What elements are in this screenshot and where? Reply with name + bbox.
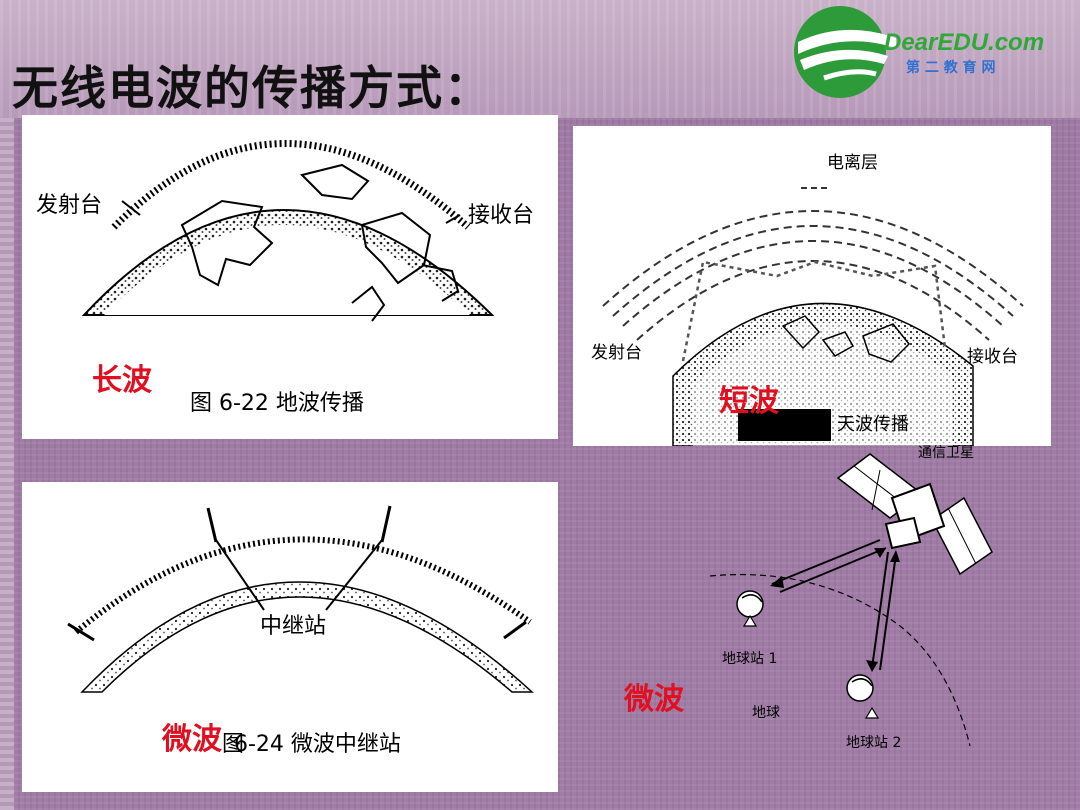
relay-caption: 6-24 微波中继站 bbox=[234, 732, 401, 757]
sky-receiver-label: 接收台 bbox=[967, 347, 1018, 367]
ground-wave-caption: 图 6-22 地波传播 bbox=[190, 391, 364, 416]
microwave-relay-label: 微波 bbox=[162, 722, 222, 757]
satellite-label: 通信卫星 bbox=[918, 445, 974, 461]
sky-wave-caption: 天波传播 bbox=[837, 414, 909, 435]
ground-wave-figure: 发射台 接收台 图 6-22 地波传播 长波 bbox=[22, 115, 558, 439]
dearedu-logo: DearEDU.com 第 二 教 育 网 bbox=[784, 2, 1074, 102]
logo-wordmark: DearEDU.com bbox=[884, 29, 1044, 56]
ionosphere-label: 电离层 bbox=[827, 153, 878, 173]
header-band bbox=[0, 0, 1080, 118]
left-decor-strip bbox=[0, 118, 14, 810]
redaction-box bbox=[738, 409, 831, 441]
microwave-relay-figure: 中继站 图 6-24 微波中继站 微波 bbox=[22, 482, 558, 792]
relay-station-label: 中继站 bbox=[260, 614, 327, 639]
logo-tagline: 第 二 教 育 网 bbox=[906, 59, 996, 76]
earth-label: 地球 bbox=[752, 705, 780, 721]
ground-receiver-label: 接收台 bbox=[468, 203, 535, 228]
earth-station-1-label: 地球站 1 bbox=[722, 651, 778, 667]
ground-transmitter-label: 发射台 bbox=[36, 193, 103, 218]
satellite-figure: 通信卫星 地球站 1 地球 地球站 2 bbox=[700, 436, 1000, 776]
sky-wave-figure: 电离层 发射台 接收台 天波传播 短波 bbox=[573, 126, 1051, 446]
relay-caption-prefix: 图 bbox=[222, 732, 245, 757]
long-wave-label: 长波 bbox=[92, 363, 152, 398]
sky-transmitter-label: 发射台 bbox=[591, 343, 642, 363]
microwave-satellite-label: 微波 bbox=[624, 682, 684, 717]
short-wave-label: 短波 bbox=[719, 384, 779, 419]
slide-title: 无线电波的传播方式： bbox=[12, 61, 492, 115]
earth-station-2-label: 地球站 2 bbox=[846, 735, 902, 751]
